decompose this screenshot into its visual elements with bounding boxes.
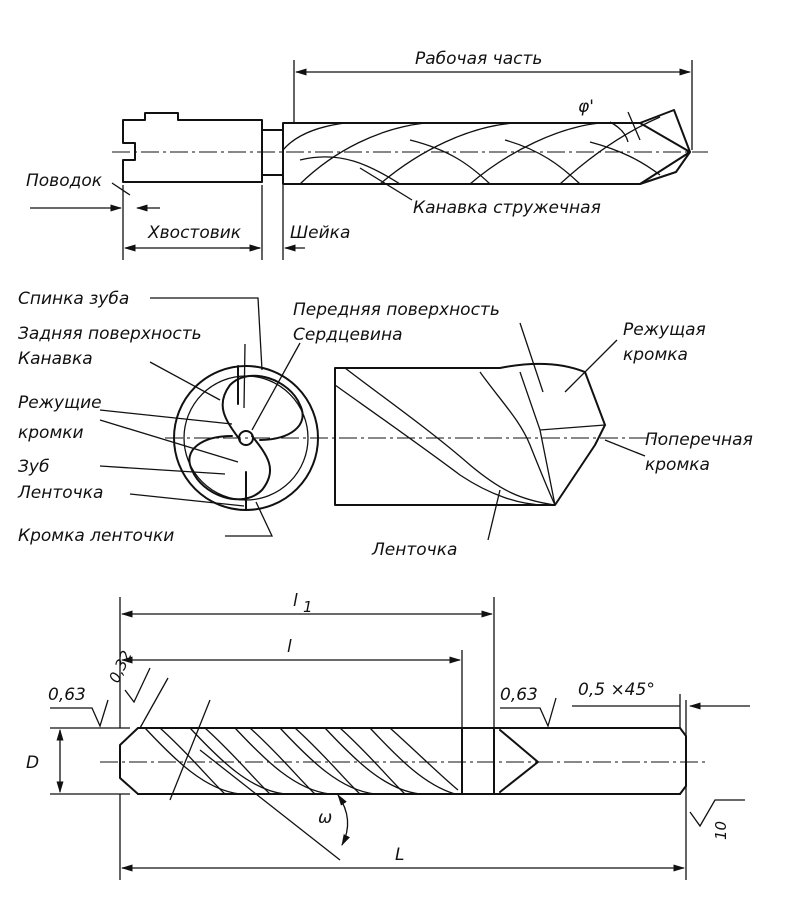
phi-leader xyxy=(627,111,641,141)
cross-section-labels: Спинка зуба Задняя поверхность Канавка Р… xyxy=(17,289,753,560)
shank-label: Хвостовик xyxy=(147,223,242,243)
helix-axis-ref xyxy=(169,699,211,801)
tip-lip xyxy=(639,122,691,185)
L-label: L xyxy=(395,845,404,865)
roughness-left-mark xyxy=(50,699,109,728)
flute-curve-bottom xyxy=(188,435,272,501)
roughness-end-label: 10 xyxy=(712,821,730,840)
cutting-edges-leader-1 xyxy=(99,409,233,425)
phi-arc xyxy=(609,121,629,143)
front-surface-label: Передняя поверхность xyxy=(293,300,500,320)
bottom-end-chamfer xyxy=(679,727,687,795)
cutting-edges-label-1: Режущие xyxy=(18,393,102,413)
tip-side-edge xyxy=(519,371,606,506)
rear-surface-label: Задняя поверхность xyxy=(18,324,202,344)
cutting-edge-label-2: кромка xyxy=(623,345,688,365)
bottom-flutes-1 xyxy=(144,727,456,795)
transverse-edge-leader xyxy=(604,439,646,457)
tip-side-flute-3 xyxy=(479,371,556,506)
cutting-edge-leader xyxy=(564,339,618,393)
flute-leader xyxy=(359,167,413,201)
core-label: Сердцевина xyxy=(293,325,403,345)
l-label: l xyxy=(287,637,292,657)
land-edge-label: Кромка ленточки xyxy=(18,526,174,546)
rear-surface-leader xyxy=(243,343,246,409)
transverse-edge-label-2: кромка xyxy=(645,455,710,475)
bottom-tip-outline xyxy=(119,727,139,795)
working-part-outline xyxy=(282,109,691,185)
helix-angle-line xyxy=(199,749,341,861)
working-part-label: Рабочая часть xyxy=(415,49,542,69)
bottom-view-labels: l 1 l L D ω 0,63 0,63 0,32 0,5 ×45° 10 xyxy=(26,591,730,865)
shank-outline xyxy=(122,112,263,183)
tooth-label: Зуб xyxy=(18,457,49,477)
tip-side-flute-1 xyxy=(344,367,556,506)
bottom-flutes-2 xyxy=(159,727,459,795)
l1-subscript: 1 xyxy=(303,598,313,616)
cutting-edges-leader-2 xyxy=(99,419,239,463)
land-label-right: Ленточка xyxy=(371,540,457,560)
flute-curve-top xyxy=(221,374,304,441)
cutting-edge-label-1: Режущая xyxy=(623,320,706,340)
roughness-left-label: 0,63 xyxy=(48,685,86,705)
land-edge-leader xyxy=(225,501,274,537)
front-surface-leader xyxy=(519,322,544,393)
shank-center-cone xyxy=(499,729,539,793)
neck-label: Шейка xyxy=(290,223,350,243)
D-label: D xyxy=(26,753,39,773)
groove-label: Канавка xyxy=(18,349,93,369)
roughness-tip-label: 0,32 xyxy=(105,648,135,686)
top-flute-1 xyxy=(282,116,661,185)
top-view-labels: Рабочая часть φ' Поводок Канавка стружеч… xyxy=(26,49,601,243)
angle-phi-label: φ' xyxy=(578,97,594,117)
land-right-leader xyxy=(487,489,501,541)
omega-label: ω xyxy=(318,808,332,828)
groove-leader xyxy=(149,361,221,401)
tip-side-flute-2 xyxy=(334,384,546,506)
top-view-drill xyxy=(30,60,708,260)
omega-arc xyxy=(337,794,350,847)
roughness-mid-label: 0,63 xyxy=(500,685,538,705)
driver-leader xyxy=(111,182,131,196)
transverse-edge-label-1: Поперечная xyxy=(645,430,753,450)
cutting-edges-label-2: кромки xyxy=(18,423,84,443)
l1-label: l xyxy=(293,591,298,611)
flute-label: Канавка стружечная xyxy=(413,198,601,218)
roughness-tip-mark xyxy=(124,667,151,704)
top-flute-2 xyxy=(299,139,661,185)
roughness-mid-mark xyxy=(500,697,557,728)
chamfer-label: 0,5 ×45° xyxy=(578,680,655,700)
tip-side-outline xyxy=(334,362,606,506)
tooth-back-leader xyxy=(150,297,263,371)
tip-leader xyxy=(139,677,169,729)
land-leader-left xyxy=(129,493,245,507)
roughness-end-mark xyxy=(689,799,745,828)
cross-section-view xyxy=(99,297,660,541)
driver-label: Поводок xyxy=(26,171,103,191)
tooth-back-label: Спинка зуба xyxy=(18,289,129,309)
tooth-leader xyxy=(99,465,226,475)
bottom-view-drill xyxy=(50,597,750,880)
core-leader xyxy=(251,342,301,431)
land-label-left: Ленточка xyxy=(17,483,103,503)
